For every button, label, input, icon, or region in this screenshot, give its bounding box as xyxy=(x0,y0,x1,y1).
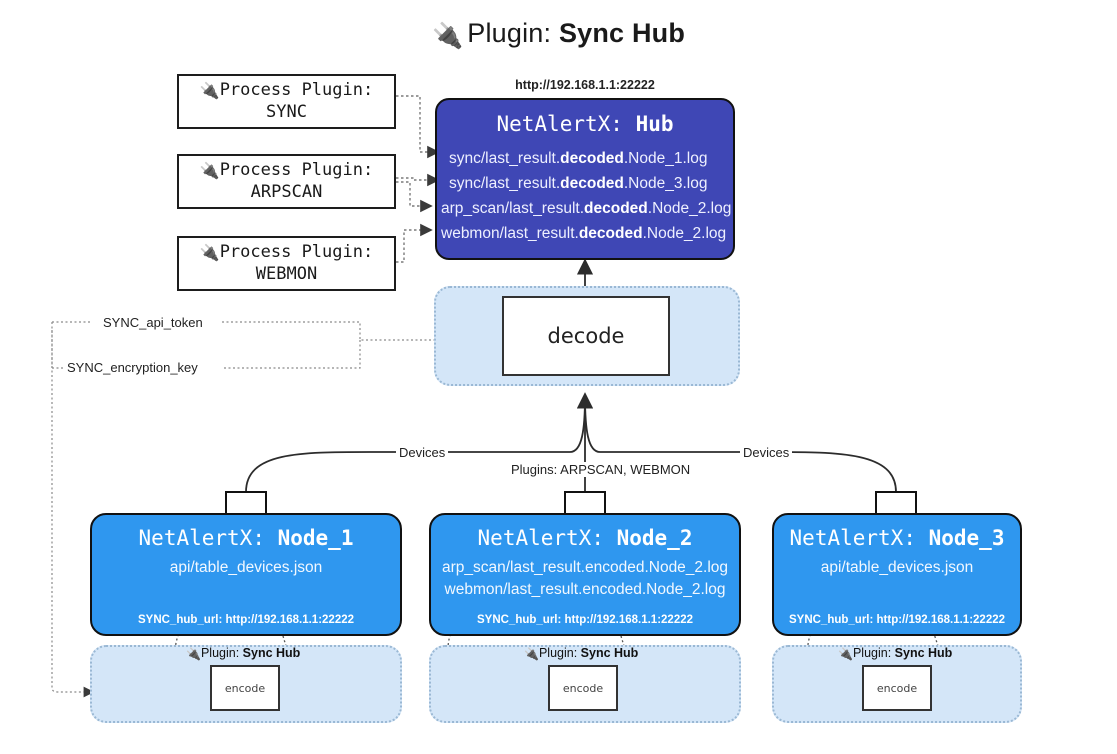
hub-url-label: http://192.168.1.1:22222 xyxy=(515,78,655,92)
node-title: NetAlertX: Node_2 xyxy=(477,526,693,550)
hub-log-line: sync/last_result.decoded.Node_3.log xyxy=(449,175,708,193)
node-hub-url-label: SYNC_hub_url: http://192.168.1.1:22222 xyxy=(476,614,694,626)
encode-plugin-label: 🔌Plugin: Sync Hub xyxy=(186,646,301,661)
node-box-node-3[interactable]: NetAlertX: Node_3 api/table_devices.json… xyxy=(772,513,1022,636)
hub-log-line: sync/last_result.decoded.Node_1.log xyxy=(449,150,708,167)
node-log-line: webmon/last_result.encoded.Node_2.log xyxy=(444,581,726,598)
node-box-node-1[interactable]: NetAlertX: Node_1 api/table_devices.json… xyxy=(90,513,402,636)
process-plugin-heading: 🔌Process Plugin: xyxy=(199,160,374,181)
plug-icon: 🔌 xyxy=(431,22,464,50)
node-log-line: arp_scan/last_result.encoded.Node_2.log xyxy=(441,559,729,576)
decode-box[interactable]: decode xyxy=(502,296,670,376)
setting-label-api-token: SYNC_api_token xyxy=(100,315,206,330)
node-hub-url-label: SYNC_hub_url: http://192.168.1.1:22222 xyxy=(788,614,1006,626)
hub-box[interactable]: NetAlertX: Hub sync/last_result.decoded.… xyxy=(435,98,735,260)
process-plugin-name: WEBMON xyxy=(255,263,318,284)
node-hub-url-label: SYNC_hub_url: http://192.168.1.1:22222 xyxy=(137,614,355,626)
node-title: NetAlertX: Node_3 xyxy=(789,526,1005,550)
plug-icon: 🔌 xyxy=(199,243,220,263)
encode-plugin-label: 🔌Plugin: Sync Hub xyxy=(524,646,639,661)
plug-icon: 🔌 xyxy=(199,81,220,101)
encode-box-node-1[interactable]: encode xyxy=(210,665,280,711)
node-box-node-2[interactable]: NetAlertX: Node_2 arp_scan/last_result.e… xyxy=(429,513,741,636)
process-plugin-box-arpscan[interactable]: 🔌Process Plugin: ARPSCAN xyxy=(177,154,396,209)
process-plugin-name: ARPSCAN xyxy=(250,181,323,202)
title-name: Sync Hub xyxy=(558,18,686,48)
hub-log-line: arp_scan/last_result.decoded.Node_2.log xyxy=(441,200,732,218)
process-plugin-box-webmon[interactable]: 🔌Process Plugin: WEBMON xyxy=(177,236,396,291)
encode-plugin-label: 🔌Plugin: Sync Hub xyxy=(838,646,953,661)
process-plugin-heading: 🔌Process Plugin: xyxy=(199,80,374,101)
process-plugin-name: SYNC xyxy=(266,101,307,122)
page-title: 🔌Plugin: Sync Hub xyxy=(0,18,1117,51)
process-plugin-box-sync[interactable]: 🔌Process Plugin: SYNC xyxy=(177,74,396,129)
node-log-line: api/table_devices.json xyxy=(169,559,323,576)
edge-label-devices-left: Devices xyxy=(396,445,449,460)
encode-box-node-2[interactable]: encode xyxy=(548,665,618,711)
setting-label-encryption-key: SYNC_encryption_key xyxy=(64,360,201,375)
hub-title: NetAlertX: Hub xyxy=(496,112,674,136)
title-prefix: Plugin: xyxy=(467,18,559,48)
node-log-line: api/table_devices.json xyxy=(820,559,974,576)
process-plugin-heading: 🔌Process Plugin: xyxy=(199,242,374,263)
plug-icon: 🔌 xyxy=(524,647,539,661)
plug-icon: 🔌 xyxy=(199,161,220,181)
node-title: NetAlertX: Node_1 xyxy=(138,526,354,550)
hub-log-line: webmon/last_result.decoded.Node_2.log xyxy=(441,225,727,243)
plug-icon: 🔌 xyxy=(186,647,201,661)
edge-label-devices-right: Devices xyxy=(740,445,793,460)
edge-label-plugins: Plugins: ARPSCAN, WEBMON xyxy=(508,462,694,477)
plug-icon: 🔌 xyxy=(838,647,853,661)
encode-box-node-3[interactable]: encode xyxy=(862,665,932,711)
